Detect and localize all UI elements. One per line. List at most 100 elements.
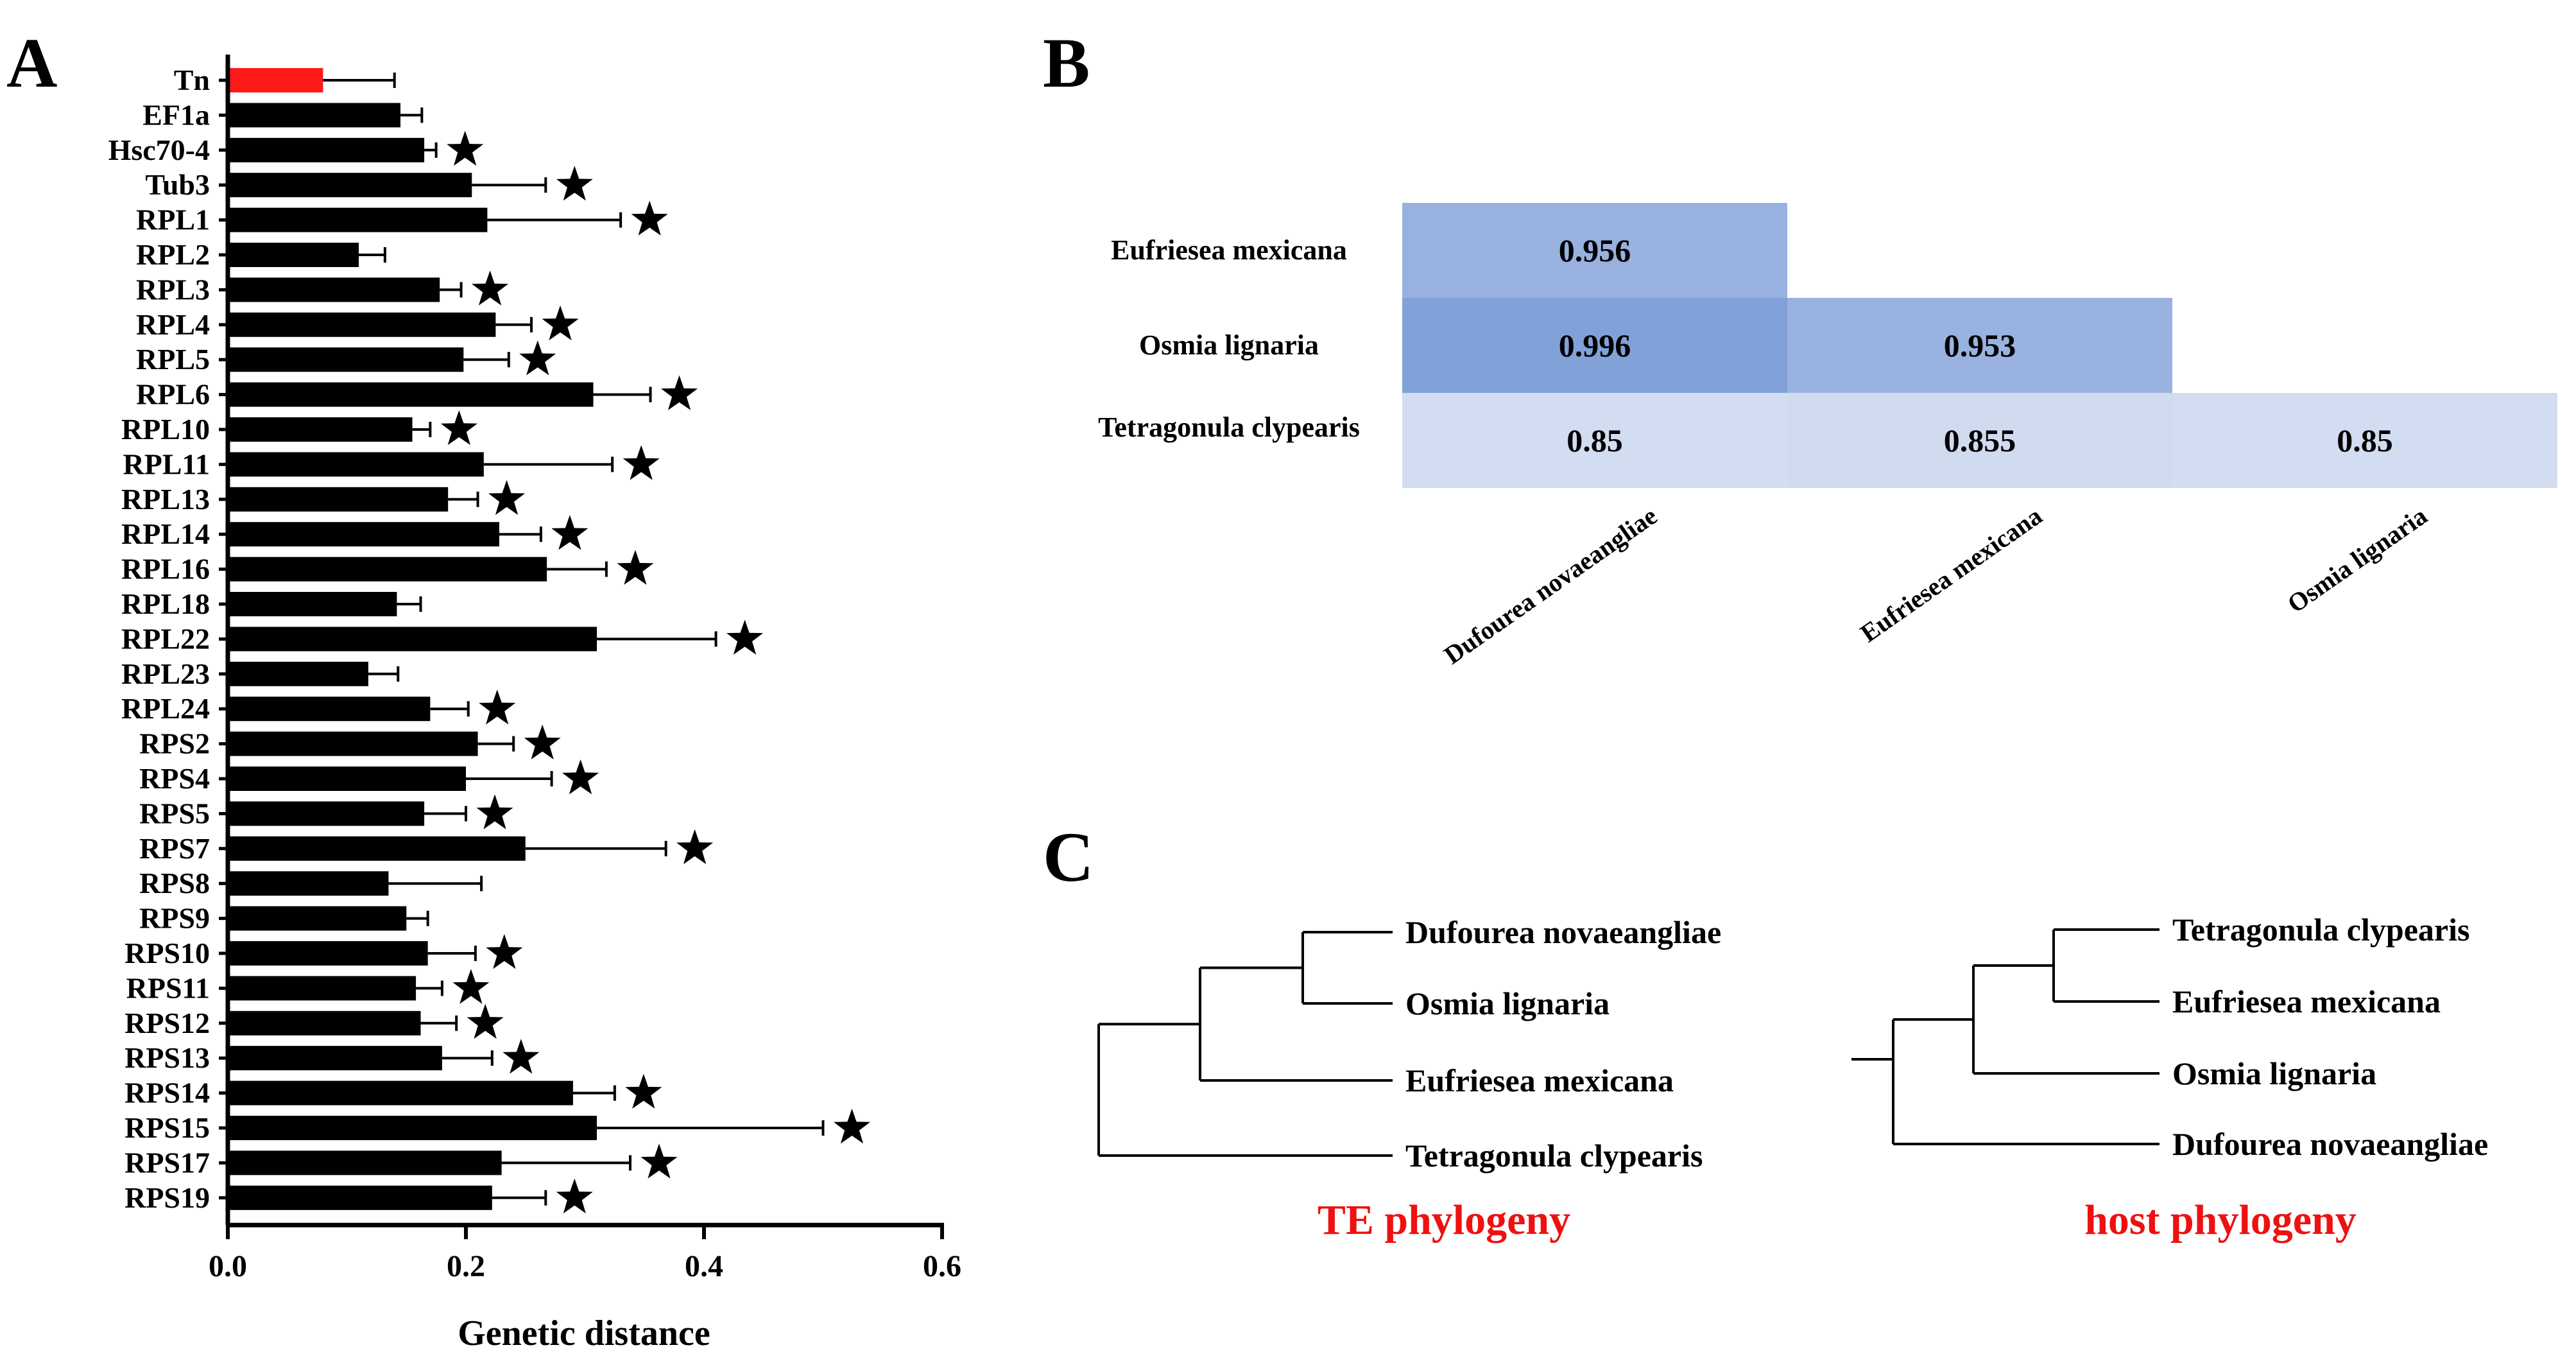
x-tick-label: 0.4 [685,1249,723,1283]
heatmap-cell [1402,393,1787,488]
category-label: RPS13 [125,1041,210,1074]
panel-label-a: A [6,24,57,102]
category-label: RPL22 [121,622,210,655]
bar [228,1080,573,1105]
column-label: Eufriesea mexicana [1855,501,2047,648]
heatmap-cell [2172,393,2557,488]
heatmap-cell [1787,298,2172,393]
cell-value: 0.953 [1944,327,2016,363]
category-label: RPS10 [125,937,210,969]
category-label: Tub3 [145,168,210,201]
host-tree-leaf-label: Eufriesea mexicana [2172,984,2441,1019]
heatmap-cell [1402,203,1787,298]
significance-star [479,689,516,725]
bar [228,731,478,756]
significance-star [556,166,593,201]
te-tree-leaf-label: Osmia lignaria [1405,985,1610,1021]
heatmap-cell [1402,298,1787,393]
significance-star [467,1003,504,1039]
significance-star [661,375,698,410]
bar [228,1150,502,1175]
significance-star [452,969,490,1004]
category-label: RPL6 [136,378,210,411]
row-label: Osmia lignaria [1139,329,1319,361]
significance-star [447,130,484,166]
bar [228,207,488,232]
significance-star [617,550,654,585]
bar [228,522,499,547]
category-label: RPS9 [139,902,210,935]
category-label: RPL14 [121,517,210,550]
category-label: RPL10 [121,413,210,446]
bar [228,1116,597,1140]
bar [228,557,547,582]
significance-star [726,620,764,655]
category-label: RPS12 [125,1007,210,1039]
category-label: RPS14 [125,1077,210,1109]
significance-star [556,1178,593,1214]
cell-value: 0.85 [1567,422,1623,458]
significance-star [834,1109,870,1144]
te-tree-leaf-label: Dufourea novaeangliae [1405,914,1721,950]
te-tree-leaf-label: Tetragonula clypearis [1405,1138,1703,1174]
bar [228,173,472,198]
x-axis-title: Genetic distance [458,1313,710,1353]
column-label: Osmia lignaria [2282,501,2432,619]
bar [228,243,359,267]
x-tick-label: 0.6 [923,1249,961,1283]
category-label: Tn [174,64,210,96]
bar [228,382,594,407]
bar [228,661,368,686]
bar [228,592,397,616]
bar [228,277,440,302]
host-tree-leaf-label: Osmia lignaria [2172,1055,2376,1091]
significance-star [640,1143,678,1179]
te-tree-leaf-label: Eufriesea mexicana [1405,1062,1674,1098]
bar [228,906,407,931]
category-label: RPL1 [136,204,210,236]
cell-value: 0.996 [1559,327,1631,363]
category-label: RPL18 [121,587,210,620]
bar [228,1010,421,1036]
significance-star [562,759,599,795]
category-label: RPS8 [139,867,210,899]
panel-label-b: B [1043,24,1090,102]
category-label: RPL3 [136,273,210,306]
category-label: RPL23 [121,657,210,690]
cell-value: 0.956 [1559,232,1631,268]
bar [228,697,431,722]
category-label: RPS5 [139,797,210,829]
significance-star [631,200,668,236]
bar [228,767,466,791]
significance-star [625,1073,662,1109]
bar [228,417,413,442]
category-label: RPL11 [123,447,210,480]
significance-star [488,480,526,516]
row-label: Tetragonula clypearis [1098,412,1360,443]
significance-star [623,445,660,480]
significance-star [440,410,477,446]
significance-star [551,515,588,550]
category-label: RPS4 [139,762,210,795]
x-tick-label: 0.2 [447,1249,485,1283]
category-label: RPL13 [121,483,210,516]
bar [228,347,464,372]
category-label: RPL24 [121,692,210,725]
row-label: Eufriesea mexicana [1111,234,1347,266]
cell-value: 0.85 [2337,422,2393,458]
bar [228,1185,492,1210]
category-label: RPS11 [126,971,210,1004]
category-label: RPL16 [121,553,210,585]
significance-star [476,794,513,829]
bar [228,801,425,826]
bar [228,976,416,1001]
category-label: RPS17 [125,1146,210,1179]
category-label: Hsc70-4 [108,134,210,166]
bar-chart-panel-a: TnEF1aHsc70-4Tub3RPL1RPL2RPL3RPL4RPL5RPL… [108,55,961,1283]
significance-star [519,340,556,376]
host-tree-leaf-label: Dufourea novaeangliae [2172,1126,2488,1162]
te-phylogeny-title: TE phylogeny [1318,1197,1570,1244]
category-label: RPS7 [139,832,210,865]
